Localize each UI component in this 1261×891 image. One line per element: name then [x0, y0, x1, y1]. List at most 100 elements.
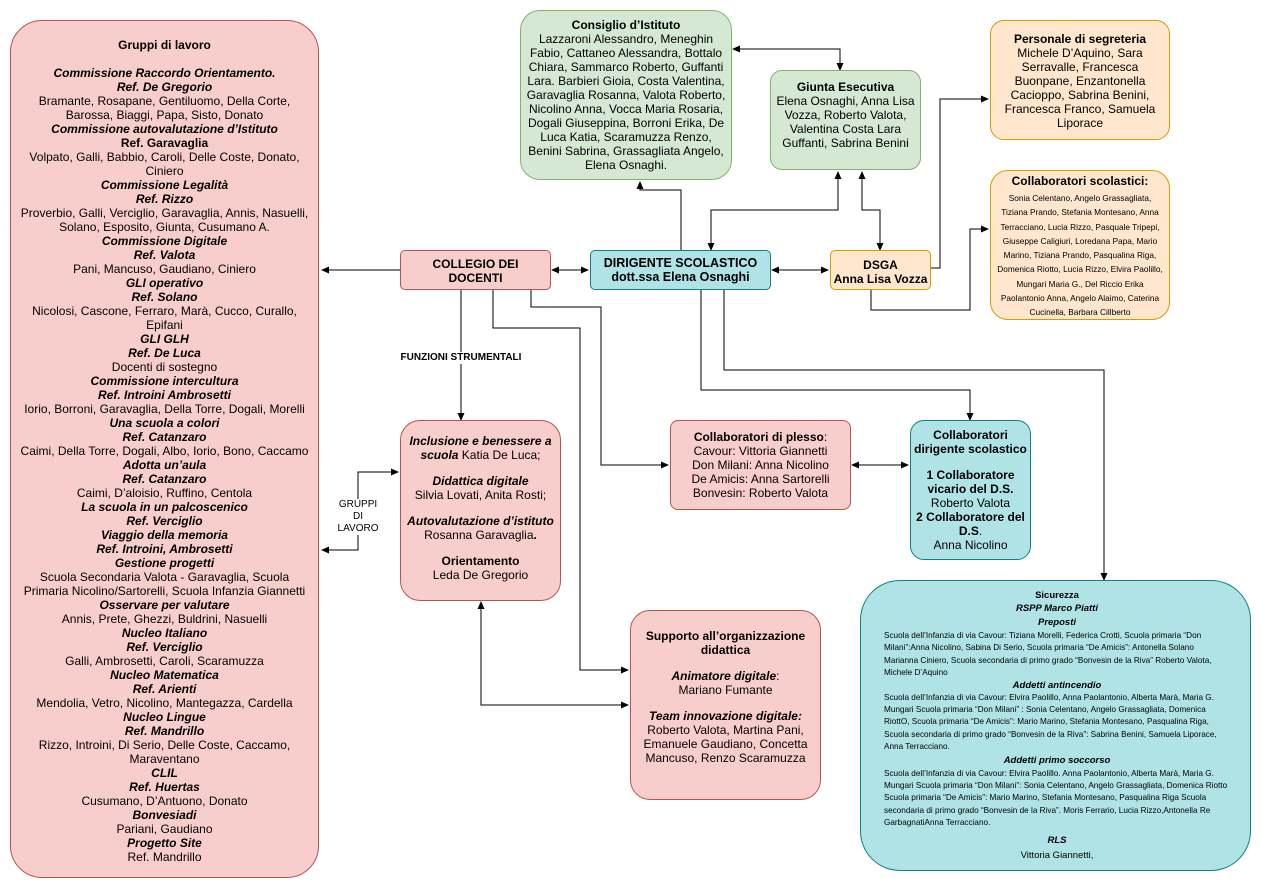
soccorso-text: Scuola dell’Infanzia di via Cavour: Elvi…	[884, 768, 1228, 828]
collegio-line2: DOCENTI	[448, 271, 503, 285]
gruppi-item: Una scuola a colori	[109, 416, 220, 430]
gruppi-item: Osservare per valutare	[99, 598, 230, 612]
giunta-esecutiva-box: Giunta Esecutiva Elena Osnaghi, Anna Lis…	[770, 70, 921, 170]
supporto-title: Supporto all’organizzazione didattica	[645, 629, 806, 657]
gruppi-item: Nucleo Matematica	[110, 668, 219, 682]
gruppi-item: Commissione Legalità	[100, 178, 229, 192]
consiglio-istituto-box: Consiglio d’Istituto Lazzaroni Alessandr…	[520, 10, 732, 180]
autovalutazione-dot: .	[533, 528, 537, 542]
plesso-title: Collaboratori di plesso	[693, 430, 824, 444]
gruppi-item: Commissione Digitale	[101, 234, 228, 248]
segreteria-title: Personale di segreteria	[1013, 32, 1147, 46]
collaboratori-dirigente-box: Collaboratori dirigente scolastico 1 Col…	[910, 420, 1031, 560]
arrow-dsga-segreteria	[930, 95, 989, 269]
rls-title: RLS	[1047, 834, 1067, 846]
gruppi-item: Ref. Valota	[133, 248, 196, 262]
orientamento-title: Orientamento	[441, 554, 520, 568]
arrow-dsga-giunta	[858, 171, 884, 251]
gruppi-item: Adotta un’aula	[122, 458, 207, 472]
preposti-title: Preposti	[1037, 617, 1076, 628]
gruppi-item: Pani, Mancuso, Gaudiano, Ciniero	[73, 262, 256, 276]
collab-vicario-name: Roberto Valota	[930, 496, 1011, 510]
dsga-line2: Anna Lisa Vozza	[833, 272, 928, 286]
animatore-name: Mariano Fumante	[678, 683, 773, 697]
collaboratori-scol-members: Sonia Celentano, Angelo Grassagliata, Ti…	[997, 193, 1163, 318]
gruppi-item: Ref. Introini, Ambrosetti	[96, 542, 233, 556]
gruppi-item: Ref. Rizzo	[135, 192, 194, 206]
sicurezza-box: Sicurezza RSPP Marco Piatti Preposti Scu…	[860, 580, 1251, 871]
sicurezza-title: Sicurezza	[1035, 590, 1079, 601]
gruppi-item: Ref. Arienti	[132, 682, 197, 696]
plesso-line-2: Don Milani: Anna Nicolino	[692, 458, 829, 472]
dirigente-line2: dott.ssa Elena Osnaghi	[611, 270, 750, 284]
personale-segreteria-box: Personale di segreteria Michele D’Aquino…	[990, 20, 1170, 140]
plesso-line-1: Cavour: Vittoria Giannetti	[693, 444, 828, 458]
rls-name: Vittoria Giannetti,	[1020, 849, 1094, 861]
plesso-line-3: De Amicis: Anna Sartorelli	[691, 472, 830, 486]
rspp-label: RSPP Marco Piatti	[1015, 603, 1098, 614]
gruppi-item: Bramante, Rosapane, Gentiluomo, Della Co…	[38, 94, 291, 122]
animatore-colon: :	[776, 669, 780, 683]
gruppi-di-lavoro-box: Gruppi di lavoro Commissione Raccordo Or…	[10, 20, 319, 878]
gruppi-item: Pariani, Gaudiano	[116, 822, 213, 836]
gruppi-item: Volpato, Galli, Babbio, Caroli, Delle Co…	[29, 150, 300, 178]
arrow-collegio-plesso	[530, 290, 669, 469]
gruppi-item: Bonvesiadi	[132, 808, 197, 822]
gruppi-item: Iorio, Borroni, Garavaglia, Della Torre,…	[24, 402, 305, 416]
gruppi-item: Nucleo Italiano	[121, 626, 208, 640]
arrow-dirigente-giunta	[707, 171, 842, 251]
preposti-text: Scuola dell’Infanzia di via Cavour: Tizi…	[884, 631, 1212, 678]
gruppi-item: Viaggio della memoria	[101, 528, 228, 542]
arrow-consiglio-giunta	[732, 45, 844, 71]
arrow-dirigente-sicurezza	[723, 290, 1108, 581]
gruppi-item: Ref. Mandrillo	[124, 724, 205, 738]
consiglio-members: Lazzaroni Alessandro, Meneghin Fabio, Ca…	[526, 32, 726, 172]
team-names: Roberto Valota, Martina Pani, Emanuele G…	[643, 723, 808, 765]
inclusione-name: Katia De Luca;	[458, 448, 541, 462]
arrow-dsga-collaboratori	[870, 225, 989, 311]
gruppi-item: Progetto Site	[127, 836, 202, 850]
gruppi-title: Gruppi di lavoro	[118, 38, 211, 52]
gruppi-item: Mendolia, Vetro, Nicolino, Mantegazza, C…	[36, 696, 293, 710]
gruppi-item: Ref. Catanzaro	[122, 472, 207, 486]
gruppi-item: Gestione progetti	[114, 556, 215, 570]
giunta-members: Elena Osnaghi, Anna Lisa Vozza, Roberto …	[776, 94, 915, 150]
gruppi-item: Caimi, Della Torre, Dogali, Albo, Iorio,…	[20, 444, 309, 458]
gruppi-item: GLI operativo	[125, 276, 204, 290]
didattica-title: Didattica digitale	[432, 474, 529, 488]
gruppi-item: Annis, Prete, Ghezzi, Buldrini, Nasuelli	[61, 612, 268, 626]
segreteria-members: Michele D’Aquino, Sara Serravalle, Franc…	[1004, 46, 1156, 130]
gruppi-item: Rizzo, Introini, Di Serio, Delle Coste, …	[38, 738, 291, 766]
animatore-title: Animatore digitale	[671, 669, 777, 683]
gruppi-item: La scuola in un palcoscenico	[81, 500, 248, 514]
funzioni-strumentali-label: FUNZIONI STRUMENTALI	[394, 352, 528, 364]
arrow-dirigente-collabdir	[700, 290, 974, 421]
gruppi-item: Ref. Introini Ambrosetti	[98, 388, 231, 402]
collaboratori-scolastici-box: Collaboratori scolastici: Sonia Celentan…	[990, 170, 1170, 320]
gruppi-item: Docenti di sostegno	[111, 360, 218, 374]
gruppi-item: Galli, Ambrosetti, Caroli, Scaramuzza	[65, 654, 264, 668]
gruppi-item: Ref. De Gregorio	[116, 80, 213, 94]
gruppi-item: Caimi, D’aloisio, Ruffino, Centola	[76, 486, 253, 500]
plesso-colon: :	[823, 430, 828, 444]
inclusione-title: Inclusione e benessere a scuola	[409, 434, 552, 462]
dirigente-line1: DIRIGENTE SCOLASTICO	[603, 256, 758, 270]
orientamento-name: Leda De Gregorio	[432, 568, 529, 582]
plesso-line-4: Bonvesin: Roberto Valota	[692, 486, 829, 500]
collaboratori-plesso-box: Collaboratori di plesso: Cavour: Vittori…	[670, 420, 851, 510]
gruppi-item: Commissione autovalutazione d’Istituto	[51, 122, 278, 136]
autovalutazione-name: Rosanna Garavaglia	[424, 528, 534, 542]
collab-dir-title: Collaboratori dirigente scolastico	[914, 428, 1027, 456]
gruppi-list: Commissione Raccordo Orientamento.Ref. D…	[16, 66, 313, 864]
collab-secondo-name: Anna Nicolino	[933, 538, 1008, 552]
collab-secondo-dot: .	[978, 524, 983, 538]
dsga-box: DSGA Anna Lisa Vozza	[830, 250, 931, 290]
collaboratori-scol-title: Collaboratori scolastici:	[1011, 174, 1149, 188]
gruppi-item: Ref. Solano	[131, 290, 198, 304]
consiglio-title: Consiglio d’Istituto	[571, 18, 681, 32]
gruppi-item: Cusumano, D’Antuono, Donato	[81, 794, 248, 808]
collegio-line1: COLLEGIO DEI	[432, 257, 519, 271]
gruppi-di-lavoro-label: GRUPPI DI LAVORO	[333, 499, 383, 535]
funzioni-strumentali-box: Inclusione e benessere a scuola Katia De…	[400, 420, 561, 601]
